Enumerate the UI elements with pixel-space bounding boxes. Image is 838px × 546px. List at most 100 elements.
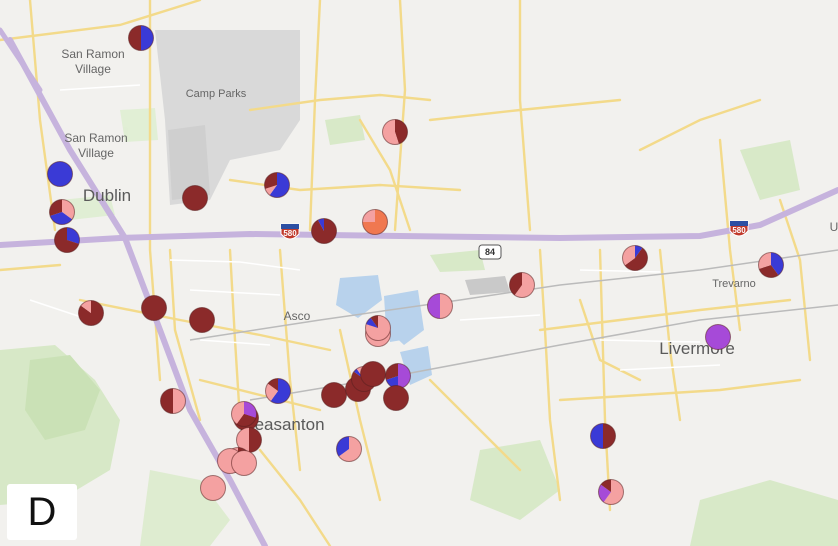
pie-marker[interactable] [365,315,391,341]
label-san-ramon-village-2a: San Ramon [64,131,127,145]
pie-slice [635,245,643,258]
pie-slice [67,227,80,244]
pie-outline [590,423,616,449]
pie-outline [49,199,75,225]
pie-outline [598,479,624,505]
pie-marker[interactable] [265,378,291,404]
label-trevarno: Trevarno [712,278,756,290]
pie-marker[interactable] [128,25,154,51]
pie-slice [141,25,154,51]
label-dublin: Dublin [83,186,131,205]
pie-slice [514,272,535,298]
pie-marker[interactable] [362,209,388,235]
pie-marker[interactable] [182,185,208,211]
highways [0,27,838,546]
label-camp-parks: Camp Parks [186,88,247,100]
pie-outline [200,475,226,501]
pie-outline [141,295,167,321]
pie-outline [383,385,409,411]
pie-marker[interactable] [758,252,784,278]
pie-marker[interactable] [311,218,337,244]
pie-markers [47,25,784,505]
pie-marker[interactable] [54,227,80,253]
pie-marker[interactable] [360,361,386,387]
pie-marker[interactable] [509,272,535,298]
pie-outline [54,227,80,253]
svg-text:580: 580 [283,229,297,238]
pie-outline [622,245,648,271]
svg-text:84: 84 [485,247,495,257]
pie-slice [141,295,167,321]
pie-slice [624,247,648,271]
pie-outline [128,25,154,51]
pie-outline [189,307,215,333]
pie-slice [265,185,277,196]
pie-slice [705,324,731,350]
pie-marker[interactable] [47,161,73,187]
pie-slice [249,427,262,453]
pie-marker[interactable] [590,423,616,449]
pie-outline [311,218,337,244]
pie-outline [509,272,535,298]
minor-roads [0,0,812,546]
pie-marker[interactable] [231,450,257,476]
pie-slice [383,385,409,411]
pie-slice [160,388,173,414]
i580-shield: 580 [280,223,300,240]
pie-marker[interactable] [383,385,409,411]
pie-marker[interactable] [49,199,75,225]
pie-marker[interactable] [385,363,411,389]
pie-marker[interactable] [622,245,648,271]
label-san-ramon-village-1b: Village [75,62,111,76]
pie-marker[interactable] [382,119,408,145]
pie-slice [269,172,290,198]
pie-outline [47,161,73,187]
pie-marker[interactable] [78,300,104,326]
pie-slice [509,272,522,296]
pie-slice [236,427,249,453]
pie-slice [385,363,398,380]
pie-slice [395,119,408,144]
pie-marker[interactable] [236,427,262,453]
pie-marker[interactable] [200,475,226,501]
pie-slice [54,227,79,253]
pie-marker[interactable] [336,436,362,462]
pie-outline [182,185,208,211]
pie-marker[interactable] [321,382,347,408]
pie-slice [311,218,337,244]
pie-marker[interactable] [427,293,453,319]
pie-slice [603,423,616,449]
camp-parks-area [155,30,300,205]
pie-slice [758,252,771,269]
pie-slice [362,209,375,222]
pie-marker[interactable] [264,172,290,198]
pie-outline [336,436,362,462]
pie-slice [317,218,324,231]
route84-shield: 84 [478,244,502,260]
pie-outline [231,450,257,476]
pie-marker[interactable] [141,295,167,321]
pie-marker[interactable] [705,324,731,350]
pie-outline [705,324,731,350]
pie-slice [360,361,386,387]
pie-slice [590,423,603,449]
pie-marker[interactable] [231,401,257,427]
pie-slice [270,378,291,404]
pie-outline [264,172,290,198]
pie-slice [398,363,411,389]
pie-slice [47,161,73,187]
pie-outline [160,388,186,414]
pie-marker[interactable] [160,388,186,414]
water-bodies [336,275,510,385]
pie-outline [231,401,257,427]
pie-slice [173,388,186,414]
pie-marker[interactable] [598,479,624,505]
pie-outline [758,252,784,278]
pie-marker[interactable] [189,307,215,333]
pie-slice [759,265,779,278]
pie-slice [231,401,244,425]
pie-slice [244,401,257,418]
pie-slice [49,199,62,216]
